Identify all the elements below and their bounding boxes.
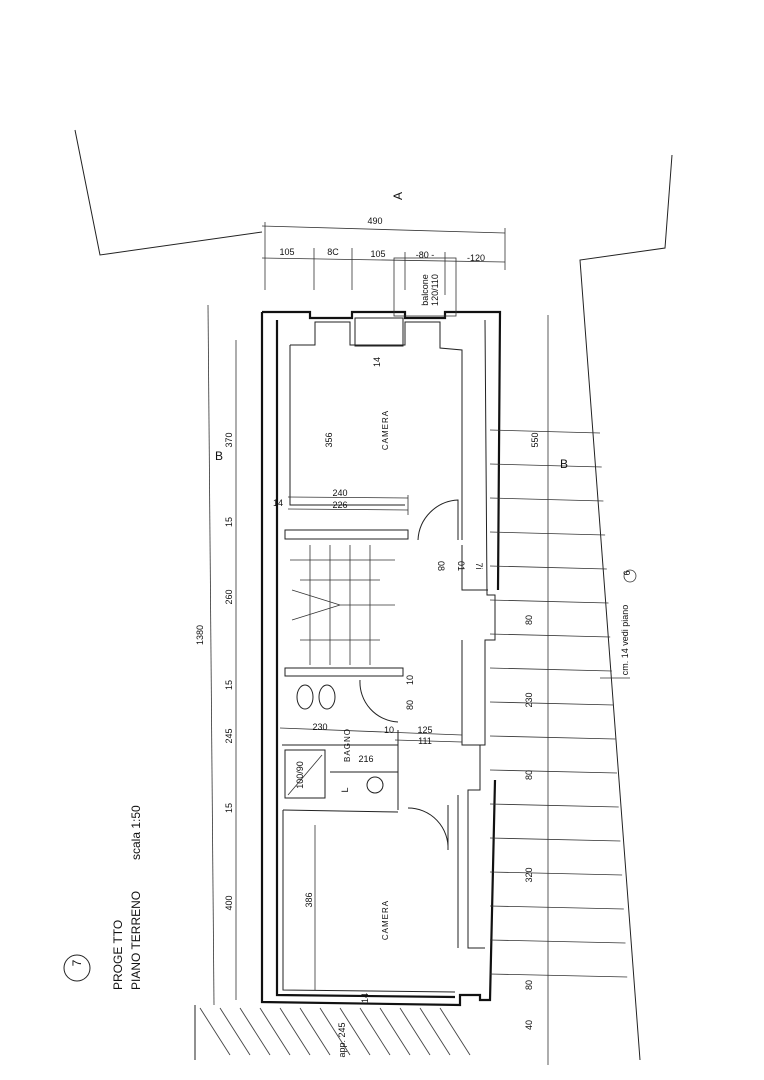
hatch-line	[259, 1007, 291, 1056]
hatch-line	[219, 1007, 251, 1056]
stair-note: cm. 14 vedi piano 6	[600, 569, 637, 679]
hatch-line	[419, 1007, 451, 1056]
hatch-line	[379, 1007, 411, 1056]
dim-wall-14-bottom: 14	[360, 993, 370, 1003]
step-line	[489, 531, 606, 536]
dim-door-10: 01	[456, 561, 466, 571]
dim-left-7: 400	[224, 895, 234, 910]
dim-left-6: 15	[224, 803, 234, 813]
title-block: 7 PROGE TTO PIANO TERRENO scala 1:50	[63, 805, 143, 990]
dim-camera-top-240: 240	[332, 488, 347, 498]
dim-right-4: 80	[524, 770, 534, 780]
dim-door-14: 7i	[474, 562, 484, 569]
hatch-line	[199, 1007, 231, 1056]
dim-top-1: 105	[279, 247, 294, 257]
hatch-line	[299, 1007, 331, 1056]
dim-door-80: 08	[436, 561, 446, 571]
step-line	[489, 701, 614, 706]
hatch-line	[279, 1007, 311, 1056]
dim-left-2: 15	[224, 517, 234, 527]
step-line	[489, 429, 601, 434]
site-outline	[74, 129, 673, 1061]
section-mark-b-left: B	[215, 449, 223, 463]
section-mark-a: A	[391, 192, 405, 200]
doors	[359, 499, 459, 851]
step-line	[489, 769, 618, 774]
step-line	[489, 565, 607, 570]
dim-left-1: 370	[224, 432, 234, 447]
shower-size: 100/90	[295, 761, 305, 789]
step-line	[489, 497, 604, 502]
step-line	[489, 633, 611, 638]
dim-right-6: 80	[524, 980, 534, 990]
dim-corridor-111: 111	[418, 736, 432, 746]
step-line	[489, 463, 602, 468]
balcone-label: balcone	[420, 274, 430, 306]
title-line2: PIANO TERRENO	[129, 891, 143, 990]
dim-right-1: 550	[530, 432, 540, 447]
step-line	[489, 837, 621, 842]
hatch-line	[359, 1007, 391, 1056]
dim-corridor-125: 125	[417, 725, 432, 735]
dim-top-3: 105	[370, 249, 385, 259]
dim-right-2: 80	[524, 615, 534, 625]
laundry-label: L	[340, 787, 350, 792]
bathroom-fixtures	[282, 684, 399, 810]
dim-camera-bottom-depth: 386	[304, 892, 314, 907]
hatch-line	[339, 1007, 371, 1056]
dim-left-5: 245	[224, 728, 234, 743]
dim-app-height: app. 245	[337, 1022, 347, 1057]
section-mark-b-right: B	[560, 457, 568, 471]
dim-right-5: 320	[524, 867, 534, 882]
hatched-neighbor-wall	[199, 1007, 471, 1056]
scale-label: scala 1:50	[129, 805, 143, 860]
dim-bagno-10: 10	[384, 725, 394, 735]
dim-camera-top-226: 226	[332, 500, 347, 510]
dim-bagno-230: 230	[312, 722, 327, 732]
dim-bagno-216: 216	[358, 754, 373, 764]
dim-top-5: -120	[467, 253, 485, 263]
dim-left-total: 1380	[195, 625, 205, 645]
dim-top-4: -80 -	[416, 250, 435, 260]
dim-right-7: 40	[524, 1020, 534, 1030]
dim-top-total: 490	[367, 216, 382, 226]
hatch-line	[399, 1007, 431, 1056]
dim-right-3: 230	[524, 692, 534, 707]
room-camera-bottom: CAMERA	[381, 900, 390, 940]
dim-wall-14-left: 14	[273, 498, 283, 508]
step-line	[489, 735, 616, 740]
balcone-size: 120/110	[430, 274, 440, 306]
stair-note-ref: 6	[622, 570, 632, 575]
drawing-number-circle	[63, 954, 91, 982]
room-camera-top: CAMERA	[381, 410, 390, 450]
dim-left-4: 15	[224, 680, 234, 690]
dim-left-3: 260	[224, 589, 234, 604]
dimension-lines	[207, 222, 549, 1065]
exterior-steps	[489, 429, 628, 978]
dim-camera-top-depth: 356	[324, 432, 334, 447]
step-line	[489, 973, 628, 978]
drawing-number: 7	[70, 959, 84, 966]
dim-top-2: 8C	[327, 247, 339, 257]
stair-note-text: cm. 14 vedi piano	[620, 605, 630, 676]
step-line	[489, 939, 626, 944]
outer-walls	[260, 310, 502, 1007]
hatch-line	[319, 1007, 351, 1056]
dim-door-bagno-10: 10	[405, 675, 415, 685]
dim-wall-14-top: 14	[372, 357, 382, 367]
title-line1: PROGE TTO	[111, 920, 125, 990]
hatch-line	[239, 1007, 271, 1056]
step-line	[489, 905, 624, 910]
dim-door-bagno-80: 80	[405, 700, 415, 710]
step-line	[489, 871, 623, 876]
room-bagno: BAGNO	[343, 728, 352, 762]
step-line	[489, 667, 612, 672]
step-line	[489, 599, 609, 604]
staircase	[284, 529, 409, 677]
step-line	[489, 803, 619, 808]
hatch-line	[439, 1007, 471, 1056]
